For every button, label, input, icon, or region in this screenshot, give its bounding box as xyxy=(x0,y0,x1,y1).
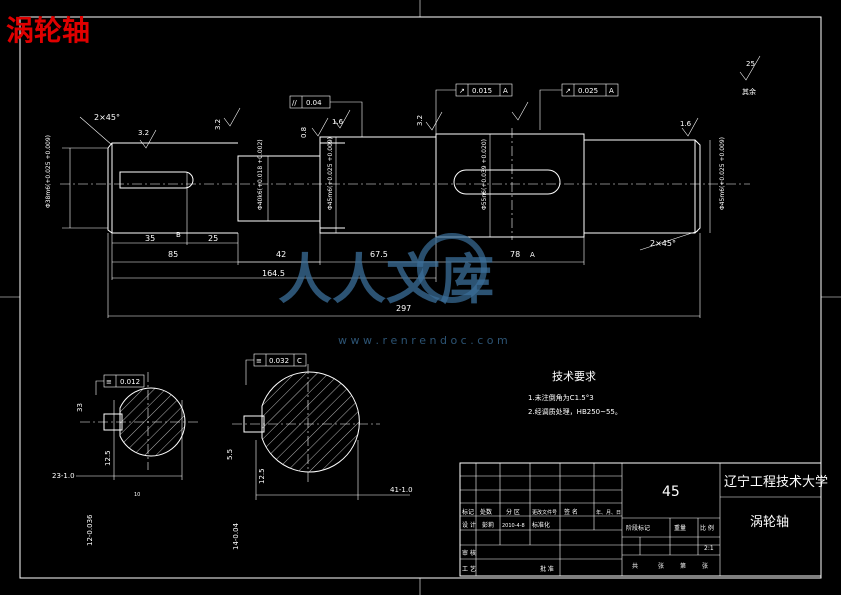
watermark-text: 人人文库 xyxy=(278,248,494,311)
roughness-symbols xyxy=(139,55,761,149)
watermark: 人人文库 w w w . r e n r e n d o c . c o m xyxy=(278,233,508,347)
sec1-size: 23-1.0 xyxy=(52,472,75,480)
dia-5: Φ45m6(+0.025 +0.009) xyxy=(719,137,726,210)
ref-b-label: B xyxy=(176,231,181,239)
tb-r2-2: 2010-4-8 xyxy=(502,523,525,529)
section-view-1: 33 12.5 10 23-1.0 12-0.036 xyxy=(52,372,200,546)
title-block-texts: 45 辽宁工程技术大学 涡轮轴 标记 处数 分 区 更改文件号 签 名 年、月、… xyxy=(462,474,828,573)
sec2-key: 14-0.04 xyxy=(232,522,240,550)
diameter-labels: Φ38m6(+0.025 +0.009) Φ40k6(+0.018 +0.002… xyxy=(45,135,726,210)
tol2-val: 0.015 xyxy=(472,87,492,95)
tb-sheet-0: 共 xyxy=(632,562,638,570)
dim-25: 25 xyxy=(208,234,218,243)
tb-scale-label: 比 例 xyxy=(700,524,714,532)
dim-35: 35 xyxy=(145,234,155,243)
dim-78: 78 xyxy=(510,250,520,259)
sec1-width: 10 xyxy=(134,492,140,498)
sec1-dia: 12.5 xyxy=(104,450,112,466)
technical-requirements: 技术要求 1.未注倒角为C1.5°3 2.经调质处理，HB250~55。 xyxy=(528,370,622,416)
roughness-values: 3.2 3.2 0.8 1.6 3.2 1.6 25 其余 xyxy=(138,60,756,138)
dim-67-5: 67.5 xyxy=(370,250,388,259)
dimension-texts: 35 25 85 42 67.5 78 164.5 297 B A 2×45° … xyxy=(94,113,676,313)
roughness-3-2-b: 3.2 xyxy=(214,119,222,130)
tol4-sym: ≡ xyxy=(106,378,112,386)
part-name: 涡轮轴 xyxy=(750,515,789,530)
sec2-depth: 5.5 xyxy=(226,449,234,460)
chamfer-right: 2×45° xyxy=(650,239,676,248)
tol4-val: 0.012 xyxy=(120,378,140,386)
sec1-depth: 33 xyxy=(76,403,84,412)
roughness-0-8: 0.8 xyxy=(300,127,308,138)
tolerance-texts: // 0.04 ↗ 0.015 A ↗ 0.025 A ≡ 0.012 ≡ 0.… xyxy=(106,87,614,386)
tol5-sym: ≡ xyxy=(256,357,262,365)
tb-r2-1: 彭莉 xyxy=(482,521,494,529)
overlay-title: 涡轮轴 xyxy=(6,14,90,47)
section-view-2: 5.5 12.5 41-1.0 14-0.04 xyxy=(226,364,413,550)
tolerance-frames xyxy=(95,83,619,395)
tb-sheet-3: 张 xyxy=(702,562,708,570)
tb-r1-2: 分 区 xyxy=(506,508,520,516)
dia-2: Φ40k6(+0.018 +0.002) xyxy=(257,139,264,210)
tb-r4-1: 批 准 xyxy=(540,565,554,573)
tb-weight: 重量 xyxy=(674,524,686,532)
tb-sheet-2: 第 xyxy=(680,562,686,570)
roughness-global: 25 xyxy=(746,60,755,68)
tech-heading: 技术要求 xyxy=(552,370,596,383)
tol3-sym: ↗ xyxy=(565,87,571,95)
tol3-val: 0.025 xyxy=(578,87,598,95)
dia-3: Φ45m6(+0.025 +0.009) xyxy=(327,137,334,210)
dim-297: 297 xyxy=(396,304,411,313)
tech-line-2: 2.经调质处理，HB250~55。 xyxy=(528,407,622,416)
ref-a-label: A xyxy=(530,251,535,259)
tb-sheet-1: 张 xyxy=(658,562,664,570)
drawing-border xyxy=(19,16,822,579)
tb-r4-0: 工 艺 xyxy=(462,565,476,573)
sec2-size: 41-1.0 xyxy=(390,486,413,494)
tb-r1-0: 标记 xyxy=(462,508,474,516)
tb-r1-1: 处数 xyxy=(480,508,492,516)
dim-42: 42 xyxy=(276,250,286,259)
tol2-ref: A xyxy=(503,87,508,95)
dim-164-5: 164.5 xyxy=(262,269,285,278)
tb-scale: 2:1 xyxy=(704,545,714,552)
title-block xyxy=(459,462,822,577)
roughness-3-2-a: 3.2 xyxy=(138,129,149,137)
sec1-key: 12-0.036 xyxy=(86,514,94,546)
sec2-width: 12.5 xyxy=(258,468,266,484)
tb-r2-3: 标准化 xyxy=(532,521,550,529)
roughness-1-6-a: 1.6 xyxy=(332,118,344,126)
tech-line-1: 1.未注倒角为C1.5°3 xyxy=(528,393,594,402)
dia-4: Φ55n6(+0.039 +0.020) xyxy=(481,139,488,210)
chamfer-left: 2×45° xyxy=(94,113,120,122)
tol5-val: 0.032 xyxy=(269,357,289,365)
dimension-lines xyxy=(62,116,711,318)
watermark-url: w w w . r e n r e n d o c . c o m xyxy=(338,334,508,347)
shaft-outline xyxy=(107,133,701,238)
dim-85: 85 xyxy=(168,250,178,259)
tb-stage: 阶段标记 xyxy=(626,524,650,532)
tol2-sym: ↗ xyxy=(459,87,465,95)
school-name: 辽宁工程技术大学 xyxy=(724,474,828,490)
roughness-3-2-c: 3.2 xyxy=(416,115,424,126)
tol5-ref: C xyxy=(297,357,302,365)
roughness-1-6-b: 1.6 xyxy=(680,120,692,128)
tb-r2-0: 设 计 xyxy=(462,521,476,529)
tol3-ref: A xyxy=(609,87,614,95)
tol1-val: 0.04 xyxy=(306,99,322,107)
tol1-sym: // xyxy=(292,99,297,107)
tb-r1-5: 年、月、日 xyxy=(596,509,621,516)
roughness-note: 其余 xyxy=(742,87,756,96)
dia-1: Φ38m6(+0.025 +0.009) xyxy=(45,135,52,208)
tb-r3-0: 审 核 xyxy=(462,549,476,557)
tb-r1-3: 更改文件号 xyxy=(532,509,557,516)
tb-r1-4: 签 名 xyxy=(564,508,578,516)
material: 45 xyxy=(662,484,680,500)
